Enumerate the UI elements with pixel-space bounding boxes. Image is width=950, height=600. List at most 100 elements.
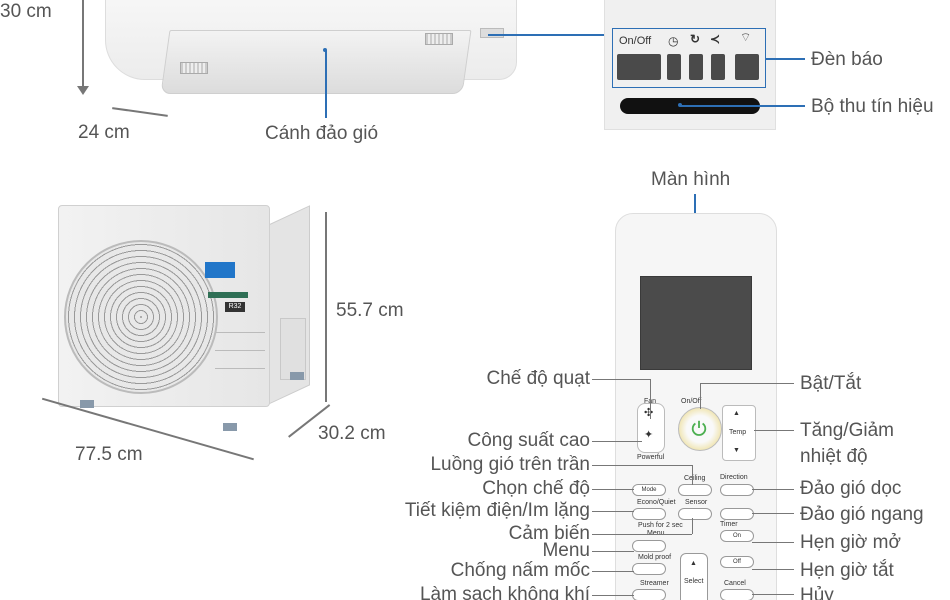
- select-up-icon: ▲: [690, 560, 697, 567]
- leader-timer-off: [752, 569, 794, 570]
- timer-icon: ◷: [668, 34, 679, 48]
- label-mode: Chọn chế độ: [482, 478, 590, 499]
- valve-cover: [280, 318, 306, 380]
- label-menu: Menu: [542, 540, 590, 561]
- refresh-icon: ↻: [690, 32, 701, 46]
- indoor-height-label: 30 cm: [0, 1, 52, 22]
- led-airflow: [711, 54, 725, 80]
- indicator-label: Đèn báo: [811, 49, 883, 70]
- select-button[interactable]: [680, 553, 708, 600]
- leader-menu: [592, 551, 634, 552]
- flap-leader-dot: [323, 48, 327, 52]
- outdoor-depth-label: 30.2 cm: [318, 423, 386, 444]
- power-button[interactable]: [678, 407, 722, 451]
- unit-to-panel-leader: [488, 34, 608, 36]
- sensor-button[interactable]: [678, 508, 712, 520]
- ceiling-button[interactable]: [678, 484, 712, 496]
- label-vswing: Đảo gió dọc: [800, 478, 902, 499]
- receiver-leader-dot: [678, 103, 682, 107]
- leader-ceiling-h: [592, 465, 692, 466]
- label-ceiling: Luồng gió trên trần: [430, 454, 590, 475]
- label-timer-on: Hẹn giờ mở: [800, 532, 901, 553]
- timer-on-button[interactable]: On: [720, 530, 754, 542]
- temp-down-icon: ▼: [733, 447, 740, 454]
- leader-sensor-v: [692, 518, 693, 534]
- fan-icon: ✣: [644, 407, 654, 419]
- timer-off-button[interactable]: Off: [720, 556, 754, 568]
- leader-fan-mode-v: [650, 379, 651, 419]
- leader-cancel: [752, 594, 794, 595]
- econo-button[interactable]: [632, 508, 666, 520]
- sensor-text: Sensor: [685, 499, 708, 506]
- label-power: Bật/Tắt: [800, 373, 862, 394]
- timer-text: Timer: [720, 521, 738, 528]
- brand-logo: [205, 262, 235, 278]
- push2-text: Push for 2 sec: [638, 522, 683, 529]
- fan-button[interactable]: [637, 403, 665, 453]
- mode-button[interactable]: Mode: [632, 484, 666, 496]
- menu-button[interactable]: [632, 540, 666, 552]
- receiver-label: Bộ thu tín hiệu: [811, 96, 934, 117]
- vent-line-2: [215, 350, 265, 351]
- led-onoff: [617, 54, 661, 80]
- airflow-icon: ≺: [710, 32, 721, 46]
- streamer-button[interactable]: [632, 589, 666, 600]
- leader-moldproof: [592, 571, 634, 572]
- ceiling-text: Ceiling: [684, 475, 706, 482]
- leader-power-v: [700, 383, 701, 409]
- outdoor-fan-grille: [64, 240, 218, 394]
- label-cancel: Hủy: [800, 585, 834, 600]
- label-streamer: Làm sạch không khí: [419, 584, 590, 600]
- cancel-button[interactable]: [720, 589, 754, 600]
- leader-mode: [592, 489, 634, 490]
- flap-leader: [325, 50, 327, 118]
- menu-text: Menu: [647, 530, 665, 537]
- indoor-depth-line: [112, 107, 168, 117]
- panel-onoff-text: On/Off: [619, 35, 652, 47]
- outdoor-foot-2: [223, 423, 237, 431]
- label-moldproof: Chống nấm mốc: [450, 560, 590, 581]
- moldproof-button[interactable]: [632, 563, 666, 575]
- moldproof-text: Mold proof: [638, 554, 672, 561]
- vswing-button[interactable]: [720, 484, 754, 496]
- label-temp-1: Tăng/Giảm: [800, 420, 894, 441]
- indoor-sensor: [480, 28, 504, 38]
- hswing-button[interactable]: [720, 508, 754, 520]
- outdoor-foot-1: [80, 400, 94, 408]
- label-econo: Tiết kiệm điện/Im lặng: [404, 500, 590, 521]
- indoor-height-line: [82, 0, 84, 90]
- vent-line-3: [215, 368, 265, 369]
- onoff-text: On/Off: [681, 398, 702, 405]
- outdoor-height-label: 55.7 cm: [336, 300, 404, 321]
- leader-vswing: [752, 489, 794, 490]
- wifi-icon: ⌔: [740, 30, 752, 44]
- remote-screen: [640, 276, 752, 370]
- cancel-text: Cancel: [724, 580, 746, 587]
- refrigerant-badge: R32: [225, 302, 245, 312]
- label-powerful: Công suất cao: [467, 430, 590, 451]
- indoor-depth-label: 24 cm: [78, 122, 130, 143]
- leader-timer-on: [752, 542, 794, 543]
- outdoor-height-line: [325, 212, 327, 402]
- brand-strip: [208, 292, 248, 298]
- direction-text: Direction: [720, 474, 748, 481]
- leader-streamer: [592, 595, 634, 596]
- label-timer-off: Hẹn giờ tắt: [800, 560, 894, 581]
- leader-econo: [592, 511, 634, 512]
- label-hswing: Đảo gió ngang: [800, 504, 924, 525]
- outdoor-foot-3: [290, 372, 304, 380]
- label-sensor: Cảm biến: [508, 523, 590, 544]
- leader-fan-mode-h: [592, 379, 650, 380]
- temp-up-icon: ▲: [733, 410, 740, 417]
- temp-button[interactable]: [722, 405, 756, 461]
- indicator-leader: [765, 58, 805, 60]
- temp-text: Temp: [729, 429, 747, 436]
- powerful-text: Powerful: [637, 454, 665, 461]
- led-wifi: [735, 54, 759, 80]
- leader-temp: [754, 430, 794, 431]
- leader-hswing: [752, 513, 794, 514]
- select-text: Select: [684, 578, 704, 585]
- flap-grill-left: [180, 62, 208, 74]
- led-refresh: [689, 54, 703, 80]
